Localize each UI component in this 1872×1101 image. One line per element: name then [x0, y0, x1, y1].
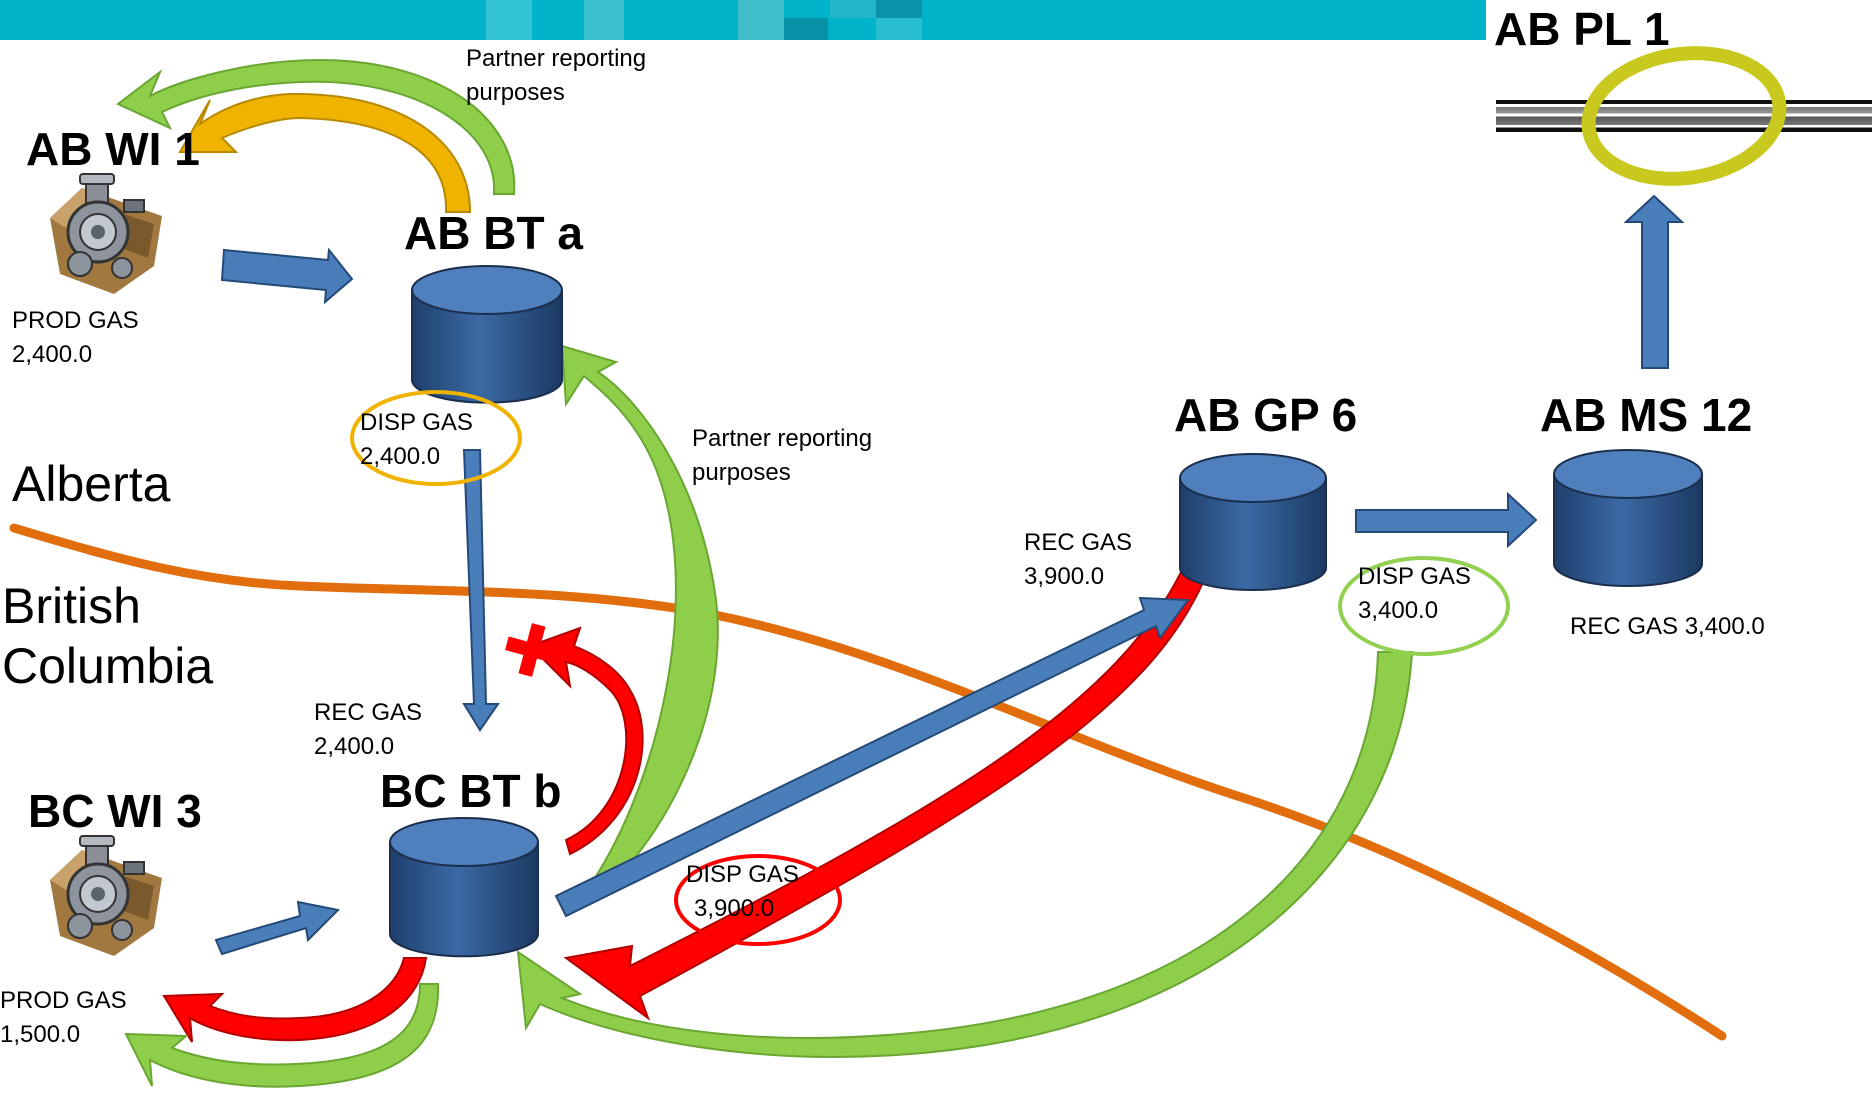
tank-icon — [1553, 449, 1703, 587]
disp-gas-label-ab-gp: DISP GAS — [1358, 563, 1471, 590]
flow-arrow-bc-bt-to-ab-gp — [554, 596, 1190, 918]
green-arrow-bc-to-ab-bt — [560, 344, 719, 885]
rec-gas-label-ab-gp: REC GAS — [1024, 529, 1133, 556]
red-arrow-gp-to-bc — [563, 545, 1218, 1021]
node-title-ab-gp: AB GP 6 — [1174, 389, 1358, 441]
close-icon — [505, 623, 559, 677]
tank-icon — [389, 817, 539, 958]
rec-gas-value-bc-bt: 2,400.0 — [314, 733, 395, 760]
green-arrow-gp-to-bc — [516, 651, 1414, 1058]
flow-arrow-bc-wi-to-bc-bt — [214, 900, 341, 956]
tank-icon — [411, 265, 563, 404]
flow-arrow-ab-wi-to-ab-bt — [220, 247, 354, 305]
rec-gas-ab-ms: REC GAS 3,400.0 — [1570, 613, 1765, 640]
prod-gas-label-ab-wi: PROD GAS — [12, 307, 139, 334]
prod-gas-value-ab-wi: 2,400.0 — [12, 341, 93, 368]
wellhead-icon — [48, 834, 164, 958]
rec-gas-value-ab-gp: 3,900.0 — [1024, 563, 1105, 590]
region-label-alberta: Alberta — [12, 456, 171, 512]
node-title-ab-pl: AB PL 1 — [1494, 3, 1670, 55]
disp-gas-highlight-bc-bt — [674, 854, 842, 946]
red-arrow-bc-bt-loop — [162, 957, 428, 1043]
disp-gas-highlight-ab-bt — [350, 390, 522, 486]
disp-gas-value-ab-bt: 2,400.0 — [360, 443, 441, 470]
node-title-ab-bt: AB BT a — [404, 207, 583, 259]
node-title-ab-wi: AB WI 1 — [26, 123, 200, 175]
flow-arrow-ab-gp-to-ab-ms — [1355, 491, 1538, 549]
disp-gas-value-bc-bt: 3,900.0 — [694, 895, 775, 922]
node-title-ab-ms: AB MS 12 — [1540, 389, 1753, 441]
yellow-arrow-top-partner — [178, 92, 472, 213]
note-partner-reporting-middle: Partner reporting purposes — [692, 425, 873, 486]
tank-icon — [1179, 453, 1327, 591]
prod-gas-label-bc-wi: PROD GAS — [0, 987, 127, 1014]
node-title-bc-bt: BC BT b — [380, 765, 562, 817]
disp-gas-highlight-ab-gp — [1338, 556, 1510, 656]
green-arrow-bc-bt-loop — [124, 983, 440, 1088]
disp-gas-value-ab-gp: 3,400.0 — [1358, 597, 1439, 624]
rec-gas-label-bc-bt: REC GAS — [314, 699, 423, 726]
wellhead-icon — [48, 172, 164, 296]
prod-gas-value-bc-wi: 1,500.0 — [0, 1021, 81, 1048]
note-partner-reporting-top: Partner reporting purposes — [466, 45, 647, 106]
header-bar — [0, 0, 1486, 40]
green-arrow-top-partner — [116, 58, 516, 195]
disp-gas-label-ab-bt: DISP GAS — [360, 409, 473, 436]
province-border-line — [9, 523, 1727, 1041]
pipeline-icon — [1496, 46, 1872, 186]
flow-arrow-ab-bt-to-bc-bt — [462, 449, 500, 732]
flow-arrow-ab-ms-to-ab-pl — [1623, 194, 1685, 369]
region-label-british-columbia: British Columbia — [2, 578, 214, 694]
red-arrow-bc-to-rec — [528, 626, 644, 856]
node-title-bc-wi: BC WI 3 — [28, 785, 202, 837]
disp-gas-label-bc-bt: DISP GAS — [686, 861, 799, 888]
